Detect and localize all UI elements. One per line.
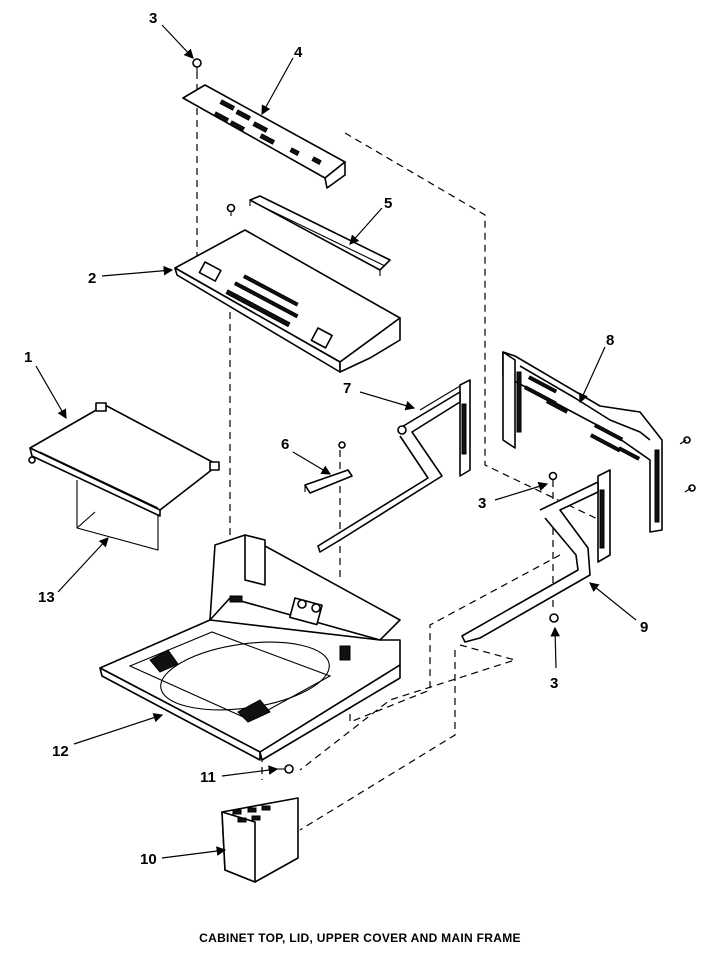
callout-3-right: 3 xyxy=(478,495,486,512)
callout-1: 1 xyxy=(24,349,32,366)
lid xyxy=(28,402,220,517)
callout-4: 4 xyxy=(294,44,303,61)
callout-11: 11 xyxy=(200,769,216,786)
clip xyxy=(304,441,353,494)
callout-12: 12 xyxy=(52,743,69,760)
screw-top xyxy=(192,58,202,73)
callout-7: 7 xyxy=(343,380,351,397)
upper-cover xyxy=(174,229,401,373)
right-side-bracket xyxy=(461,469,611,643)
rear-panel xyxy=(502,351,663,533)
control-panel-plate xyxy=(182,84,346,189)
screw-rear-upper xyxy=(679,436,691,445)
callout-3-top: 3 xyxy=(149,10,157,27)
callout-9: 9 xyxy=(640,619,648,636)
callout-3-lower: 3 xyxy=(550,675,558,692)
corner-cover xyxy=(221,797,299,883)
diagram-caption: CABINET TOP, LID, UPPER COVER AND MAIN F… xyxy=(199,931,521,945)
left-side-bracket xyxy=(317,379,471,553)
screw-rear-lower xyxy=(684,484,696,493)
lid-insert xyxy=(76,480,159,551)
callout-10: 10 xyxy=(140,851,157,868)
callout-8: 8 xyxy=(606,332,614,349)
callout-2: 2 xyxy=(88,270,96,287)
screw-upper-cover xyxy=(226,203,236,216)
callout-13: 13 xyxy=(38,589,55,606)
callout-5: 5 xyxy=(384,195,392,212)
callout-6: 6 xyxy=(281,436,289,453)
frame-screw xyxy=(273,764,294,774)
main-frame xyxy=(99,534,401,761)
trim-strip xyxy=(249,195,391,276)
callout-leaders xyxy=(35,24,637,859)
callout-numbers: 3 4 5 2 1 7 6 8 3 9 3 13 12 11 10 xyxy=(24,10,648,868)
